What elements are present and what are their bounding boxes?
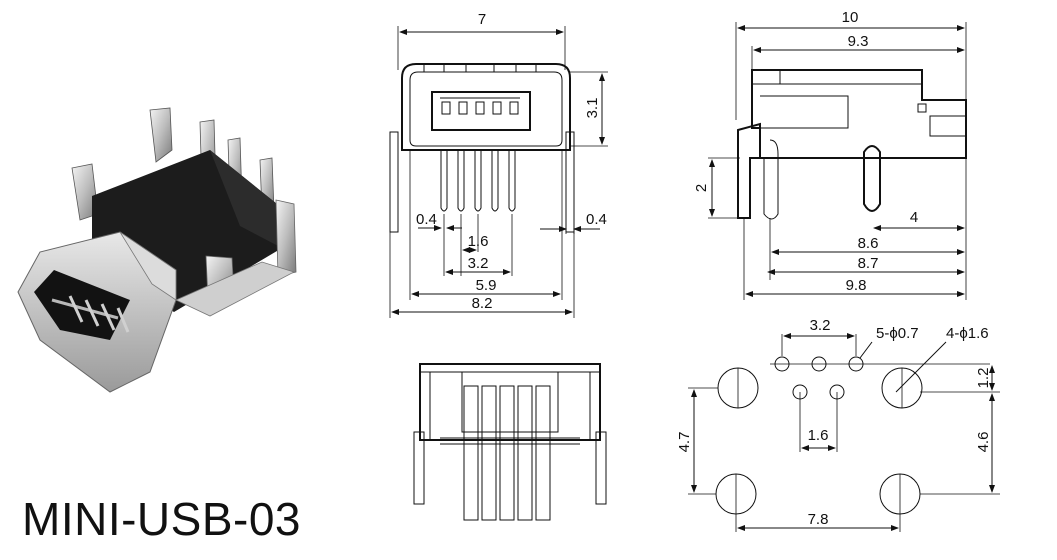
rear-view	[413, 363, 607, 521]
rear-pins	[440, 385, 580, 521]
side-dim-9-8: 9.8	[846, 277, 867, 294]
front-contacts	[440, 97, 520, 115]
side-dim-length-inner: 9.3	[848, 33, 869, 50]
front-dim-pin-right: 0.4	[586, 211, 607, 228]
front-pins	[440, 150, 516, 212]
side-view: 10 9.3 2 4 8.6 8.7 9.8	[693, 9, 967, 300]
side-dim-8-7: 8.7	[858, 255, 879, 272]
footprint-view: 3.2 5-ϕ0.7 4-ϕ1.6 1.	[676, 317, 1000, 532]
side-dim-length: 10	[842, 9, 859, 26]
front-view: 7 3.1	[389, 11, 608, 318]
fp-dim-height-right: 4.6	[975, 432, 992, 453]
fp-dim-height-left: 4.7	[676, 432, 693, 453]
front-dim-5-9: 5.9	[476, 277, 497, 294]
front-dim-3-2: 3.2	[468, 255, 489, 272]
fp-dim-pitch: 1.6	[808, 427, 829, 444]
fp-pin-holes	[770, 356, 990, 452]
fp-pin-holes-label: 5-ϕ0.7	[876, 325, 919, 342]
front-dim-width: 7	[478, 11, 486, 28]
fp-dim-pin-spacing: 3.2	[810, 317, 831, 334]
front-dim-pin-left: 0.4	[416, 211, 437, 228]
side-dim-offset: 4	[910, 209, 918, 226]
fp-dim-row-offset: 1.2	[975, 368, 992, 389]
product-photo	[17, 107, 297, 393]
fp-mount-holes-label: 4-ϕ1.6	[946, 325, 989, 342]
fp-dim-width: 7.8	[808, 511, 829, 528]
front-dim-height: 3.1	[584, 98, 601, 119]
part-number-title: MINI-USB-03	[22, 493, 301, 545]
fp-mount-holes	[715, 367, 923, 532]
side-dim-8-6: 8.6	[858, 235, 879, 252]
front-dim-pitch: 1.6	[468, 233, 489, 250]
front-dim-8-2: 8.2	[472, 295, 493, 312]
side-dim-height: 2	[693, 184, 710, 192]
